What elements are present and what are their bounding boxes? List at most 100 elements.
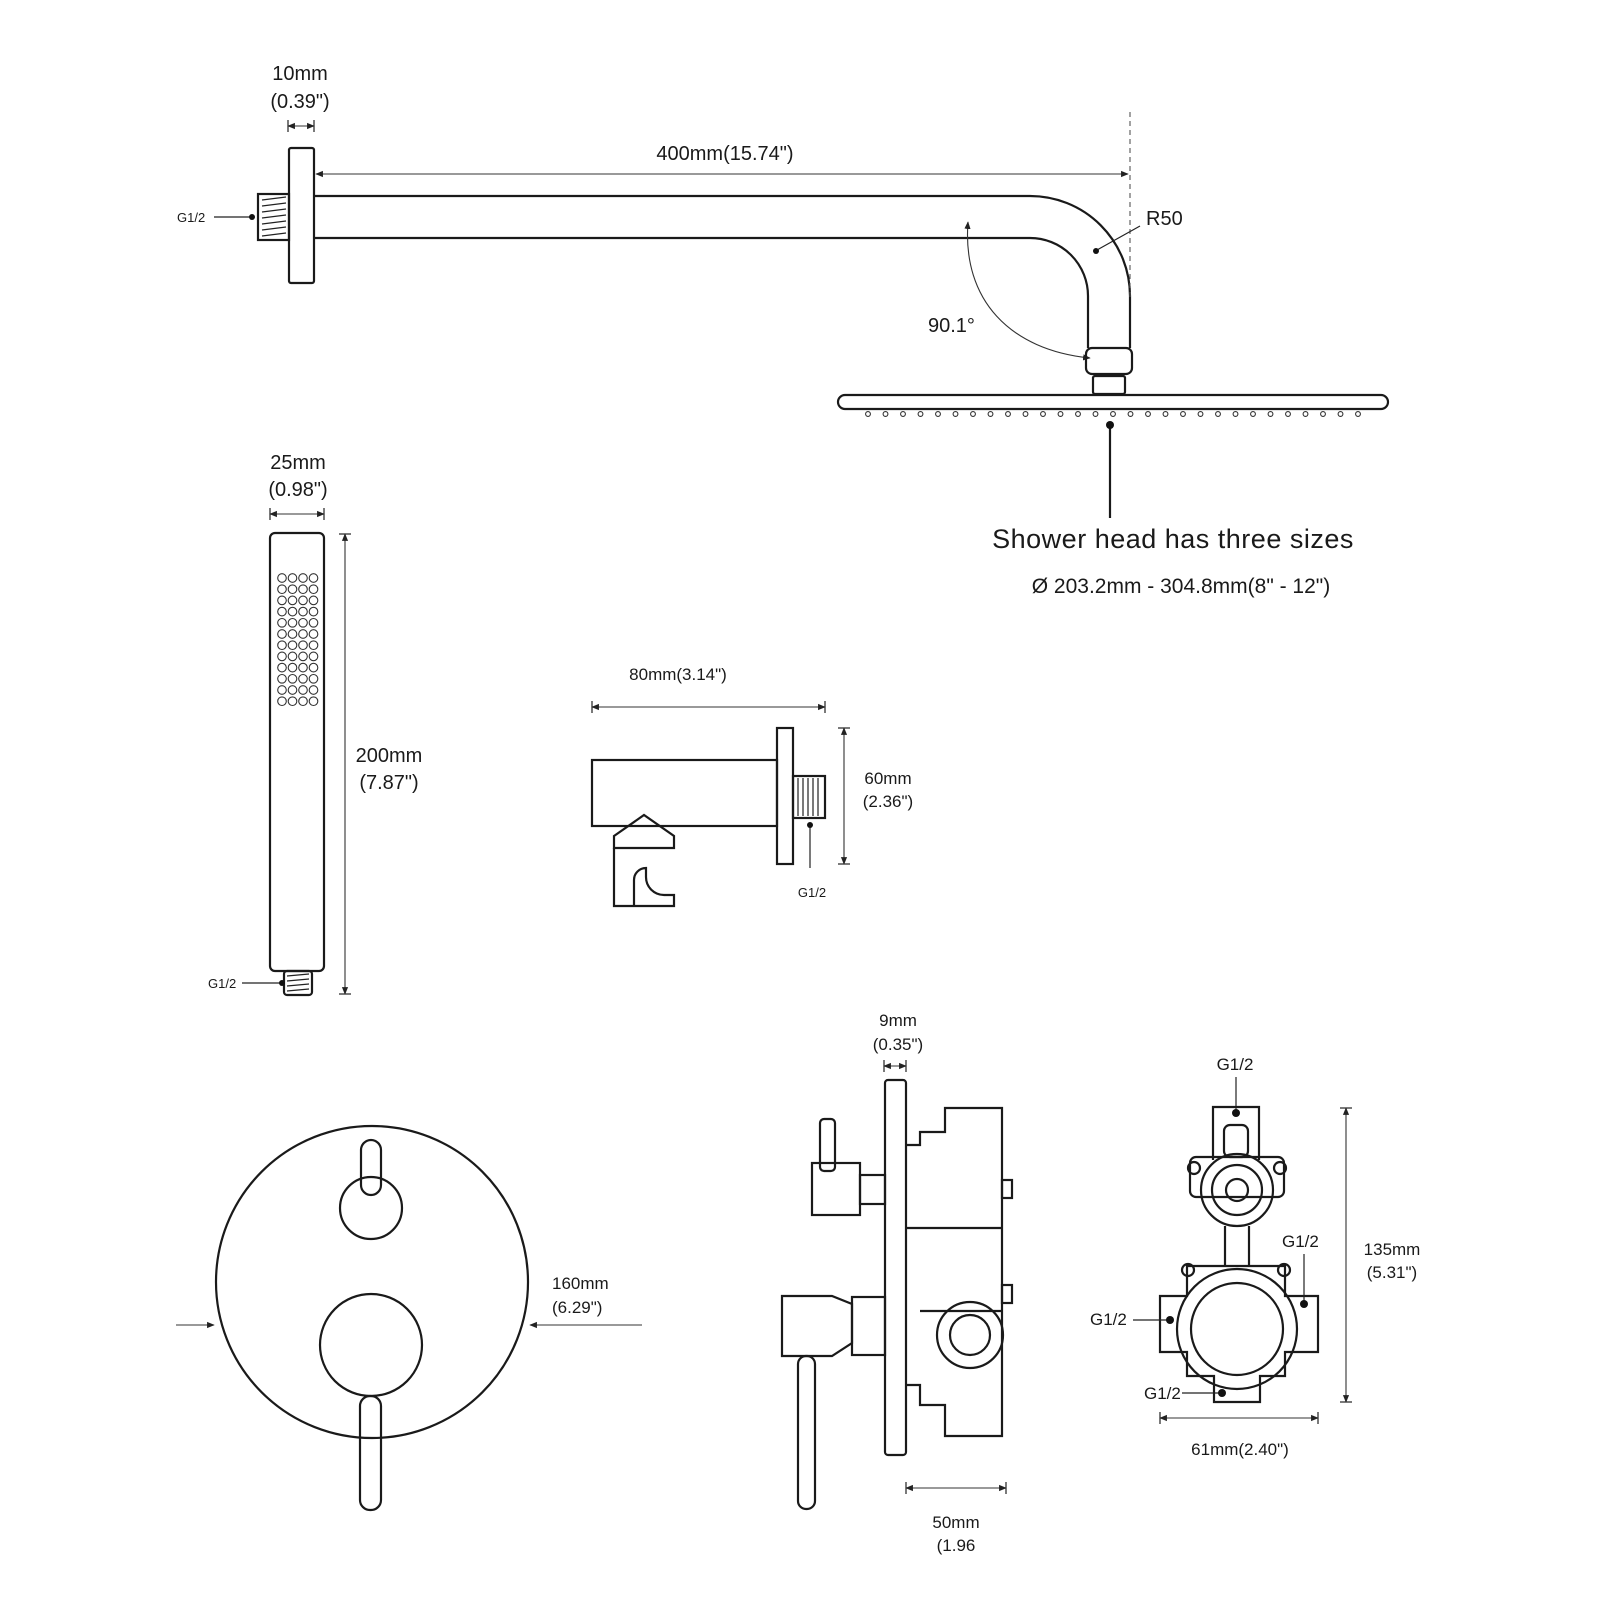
nozzle <box>1040 411 1046 417</box>
spray-hole <box>298 584 308 595</box>
spray-hole <box>277 685 287 695</box>
spray-hole <box>277 595 287 606</box>
spray-hole <box>308 651 319 662</box>
wall-outlet-body <box>590 758 779 828</box>
nozzle <box>1337 411 1344 417</box>
side-diverter-stem <box>858 1173 887 1206</box>
spray-hole <box>277 584 287 595</box>
mixer-handle-base <box>318 1292 424 1398</box>
arm-thread-connector <box>256 192 291 242</box>
flange-width-inch-label: (0.39") <box>270 91 329 113</box>
spray-hole <box>298 606 308 617</box>
arm-length-label: 400mm(15.74") <box>656 143 793 165</box>
side-mixer-handle <box>780 1294 854 1358</box>
spray-hole <box>287 573 298 583</box>
valve-top-port <box>1211 1105 1261 1160</box>
valve-height-inch-label: (5.31") <box>1367 1263 1417 1282</box>
side-outlet-port <box>935 1300 1005 1370</box>
nozzle <box>1250 411 1256 417</box>
valve-left-port-label: G1/2 <box>1090 1310 1127 1329</box>
valve-top-port-label: G1/2 <box>1217 1055 1254 1074</box>
spray-hole <box>308 606 319 617</box>
nozzle <box>987 411 994 417</box>
nozzle <box>1145 411 1151 417</box>
mixer-lever <box>358 1394 383 1512</box>
side-diverter-knob <box>810 1161 862 1217</box>
arm-tube-top <box>314 194 1132 348</box>
angle-label: 90.1° <box>928 315 975 337</box>
spray-hole <box>277 606 287 617</box>
nozzle <box>1092 411 1099 417</box>
valve-main-body <box>1158 1264 1320 1404</box>
nozzle <box>882 411 889 417</box>
nozzle <box>1302 411 1309 417</box>
hose-holder-hook <box>612 848 676 908</box>
spray-hole <box>287 629 298 639</box>
side-mixer-lever <box>796 1354 817 1511</box>
hand-shower-length-label: 200mm <box>356 745 423 767</box>
spray-hole <box>277 673 287 684</box>
angle-arc <box>964 221 1091 361</box>
side-mixer-stem <box>850 1295 887 1357</box>
spray-hole <box>298 696 308 707</box>
spray-hole <box>287 696 298 707</box>
wall-outlet: 80mm(3.14") G1/2 60mm (2.36") <box>590 665 913 908</box>
spray-hole <box>287 595 298 606</box>
trim-plate-disc <box>214 1124 530 1440</box>
hand-shower: 25mm (0.98") G1/2 200mm (7.87") <box>208 452 423 997</box>
trim-diameter-inch-label: (6.29") <box>552 1298 602 1317</box>
nozzle <box>1355 411 1361 417</box>
holder-cap <box>612 813 676 850</box>
hand-shower-width-label: 25mm <box>270 452 326 474</box>
spray-hole <box>298 629 308 639</box>
nozzle <box>1127 411 1134 417</box>
wall-outlet-thread-label: G1/2 <box>798 885 826 900</box>
spray-hole <box>298 651 308 662</box>
nozzle <box>935 411 941 417</box>
wall-outlet-flange <box>775 726 795 866</box>
valve-top-cartridge <box>1199 1152 1275 1228</box>
spray-hole <box>298 640 308 651</box>
diverter-knob <box>338 1175 404 1241</box>
spray-hole <box>308 617 319 628</box>
shower-head-plate <box>836 393 1390 411</box>
spray-hole <box>308 673 319 684</box>
spray-hole <box>277 651 287 662</box>
spray-hole <box>308 640 319 651</box>
hand-shower-spray-holes <box>277 573 319 707</box>
hand-shower-length-inch-label: (7.87") <box>359 772 418 794</box>
nozzle <box>1005 411 1011 417</box>
swivel-joint <box>1091 374 1127 396</box>
wall-outlet-height-label: 60mm <box>864 769 911 788</box>
nozzle <box>1110 411 1116 417</box>
nozzle <box>970 411 976 417</box>
spray-hole <box>298 573 308 583</box>
spray-hole <box>287 685 298 695</box>
spray-hole <box>308 595 319 606</box>
arm-thread-label: G1/2 <box>177 210 205 225</box>
spray-hole <box>298 662 308 673</box>
swivel-nut <box>1084 346 1134 376</box>
flange-width-label: 10mm <box>272 63 328 85</box>
side-diverter-lever <box>818 1117 837 1173</box>
nozzle <box>1162 411 1169 417</box>
valve-depth-label: 50mm <box>932 1513 979 1532</box>
spray-hole <box>277 629 287 639</box>
spray-hole <box>308 573 319 583</box>
wall-outlet-height-inch-label: (2.36") <box>863 792 913 811</box>
spray-hole <box>298 685 308 695</box>
spray-hole <box>308 629 319 639</box>
spray-hole <box>277 696 287 707</box>
spray-hole <box>287 662 298 673</box>
trim-plate-front: 160mm (6.29") <box>176 1124 642 1512</box>
spray-hole <box>298 617 308 628</box>
nozzle <box>865 411 871 417</box>
nozzle <box>1180 411 1186 417</box>
spray-hole <box>277 662 287 673</box>
spray-hole <box>287 606 298 617</box>
valve-width-label: 61mm(2.40") <box>1191 1440 1289 1459</box>
plate-thickness-label: 9mm <box>879 1011 917 1030</box>
hand-shower-thread-label: G1/2 <box>208 976 236 991</box>
valve-bottom-port-label: G1/2 <box>1144 1384 1181 1403</box>
